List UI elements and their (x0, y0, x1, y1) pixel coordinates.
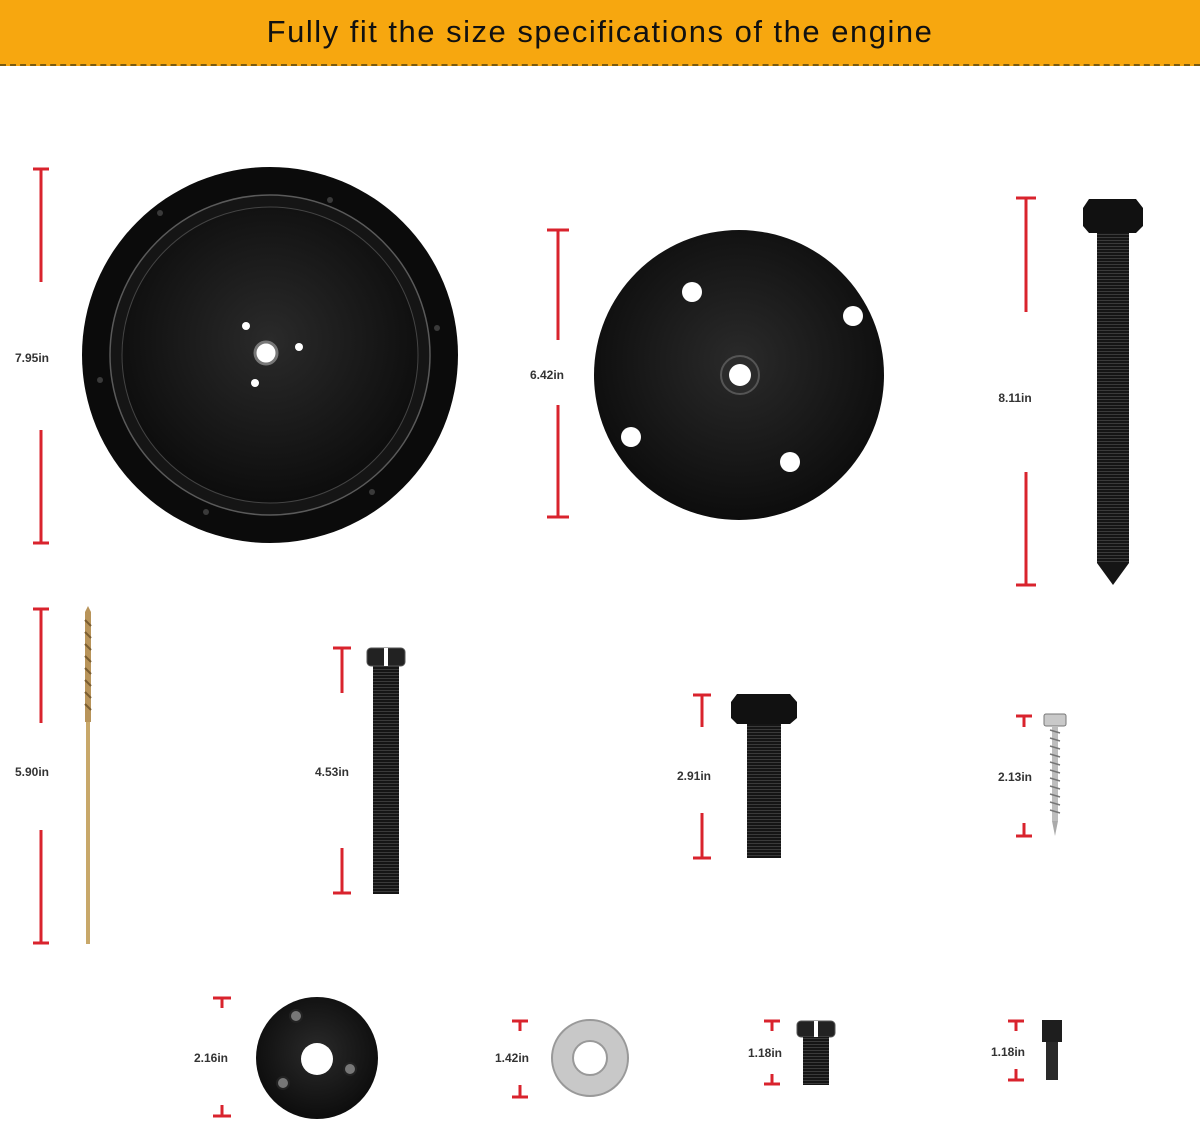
small-disc (256, 997, 378, 1119)
dimension-label-pin: 1.18in (990, 1045, 1026, 1059)
dimension-label-drill-bit: 5.90in (14, 765, 50, 779)
dimension-label-short-stud: 1.18in (747, 1046, 783, 1060)
dimension-label-cover-plate: 7.95in (14, 351, 50, 365)
long-forcing-screw (1083, 199, 1143, 585)
large-cover-plate (82, 167, 458, 543)
dimension-label-self-tapping-screw: 2.13in (997, 770, 1033, 784)
dimension-label-forcing-screw: 8.11in (998, 391, 1032, 405)
washer (551, 1019, 629, 1097)
dimension-label-threaded-stud: 4.53in (314, 765, 350, 779)
banner-title: Fully fit the size specifications of the… (266, 14, 934, 49)
title-banner: Fully fit the size specifications of the… (0, 0, 1200, 66)
short-stud (796, 1020, 836, 1085)
hex-bolt (731, 694, 797, 858)
drill-bit (84, 606, 92, 944)
round-plate (594, 230, 884, 520)
dimension-label-hex-bolt: 2.91in (676, 769, 712, 783)
threaded-stud (366, 647, 406, 894)
dimension-label-washer: 1.42in (494, 1051, 530, 1065)
dimension-markers (33, 167, 1036, 1118)
dimension-label-round-plate: 6.42in (529, 368, 565, 382)
self-tapping-screw (1043, 713, 1067, 836)
pin (1042, 1020, 1062, 1080)
dimension-label-small-disc: 2.16in (193, 1051, 229, 1065)
